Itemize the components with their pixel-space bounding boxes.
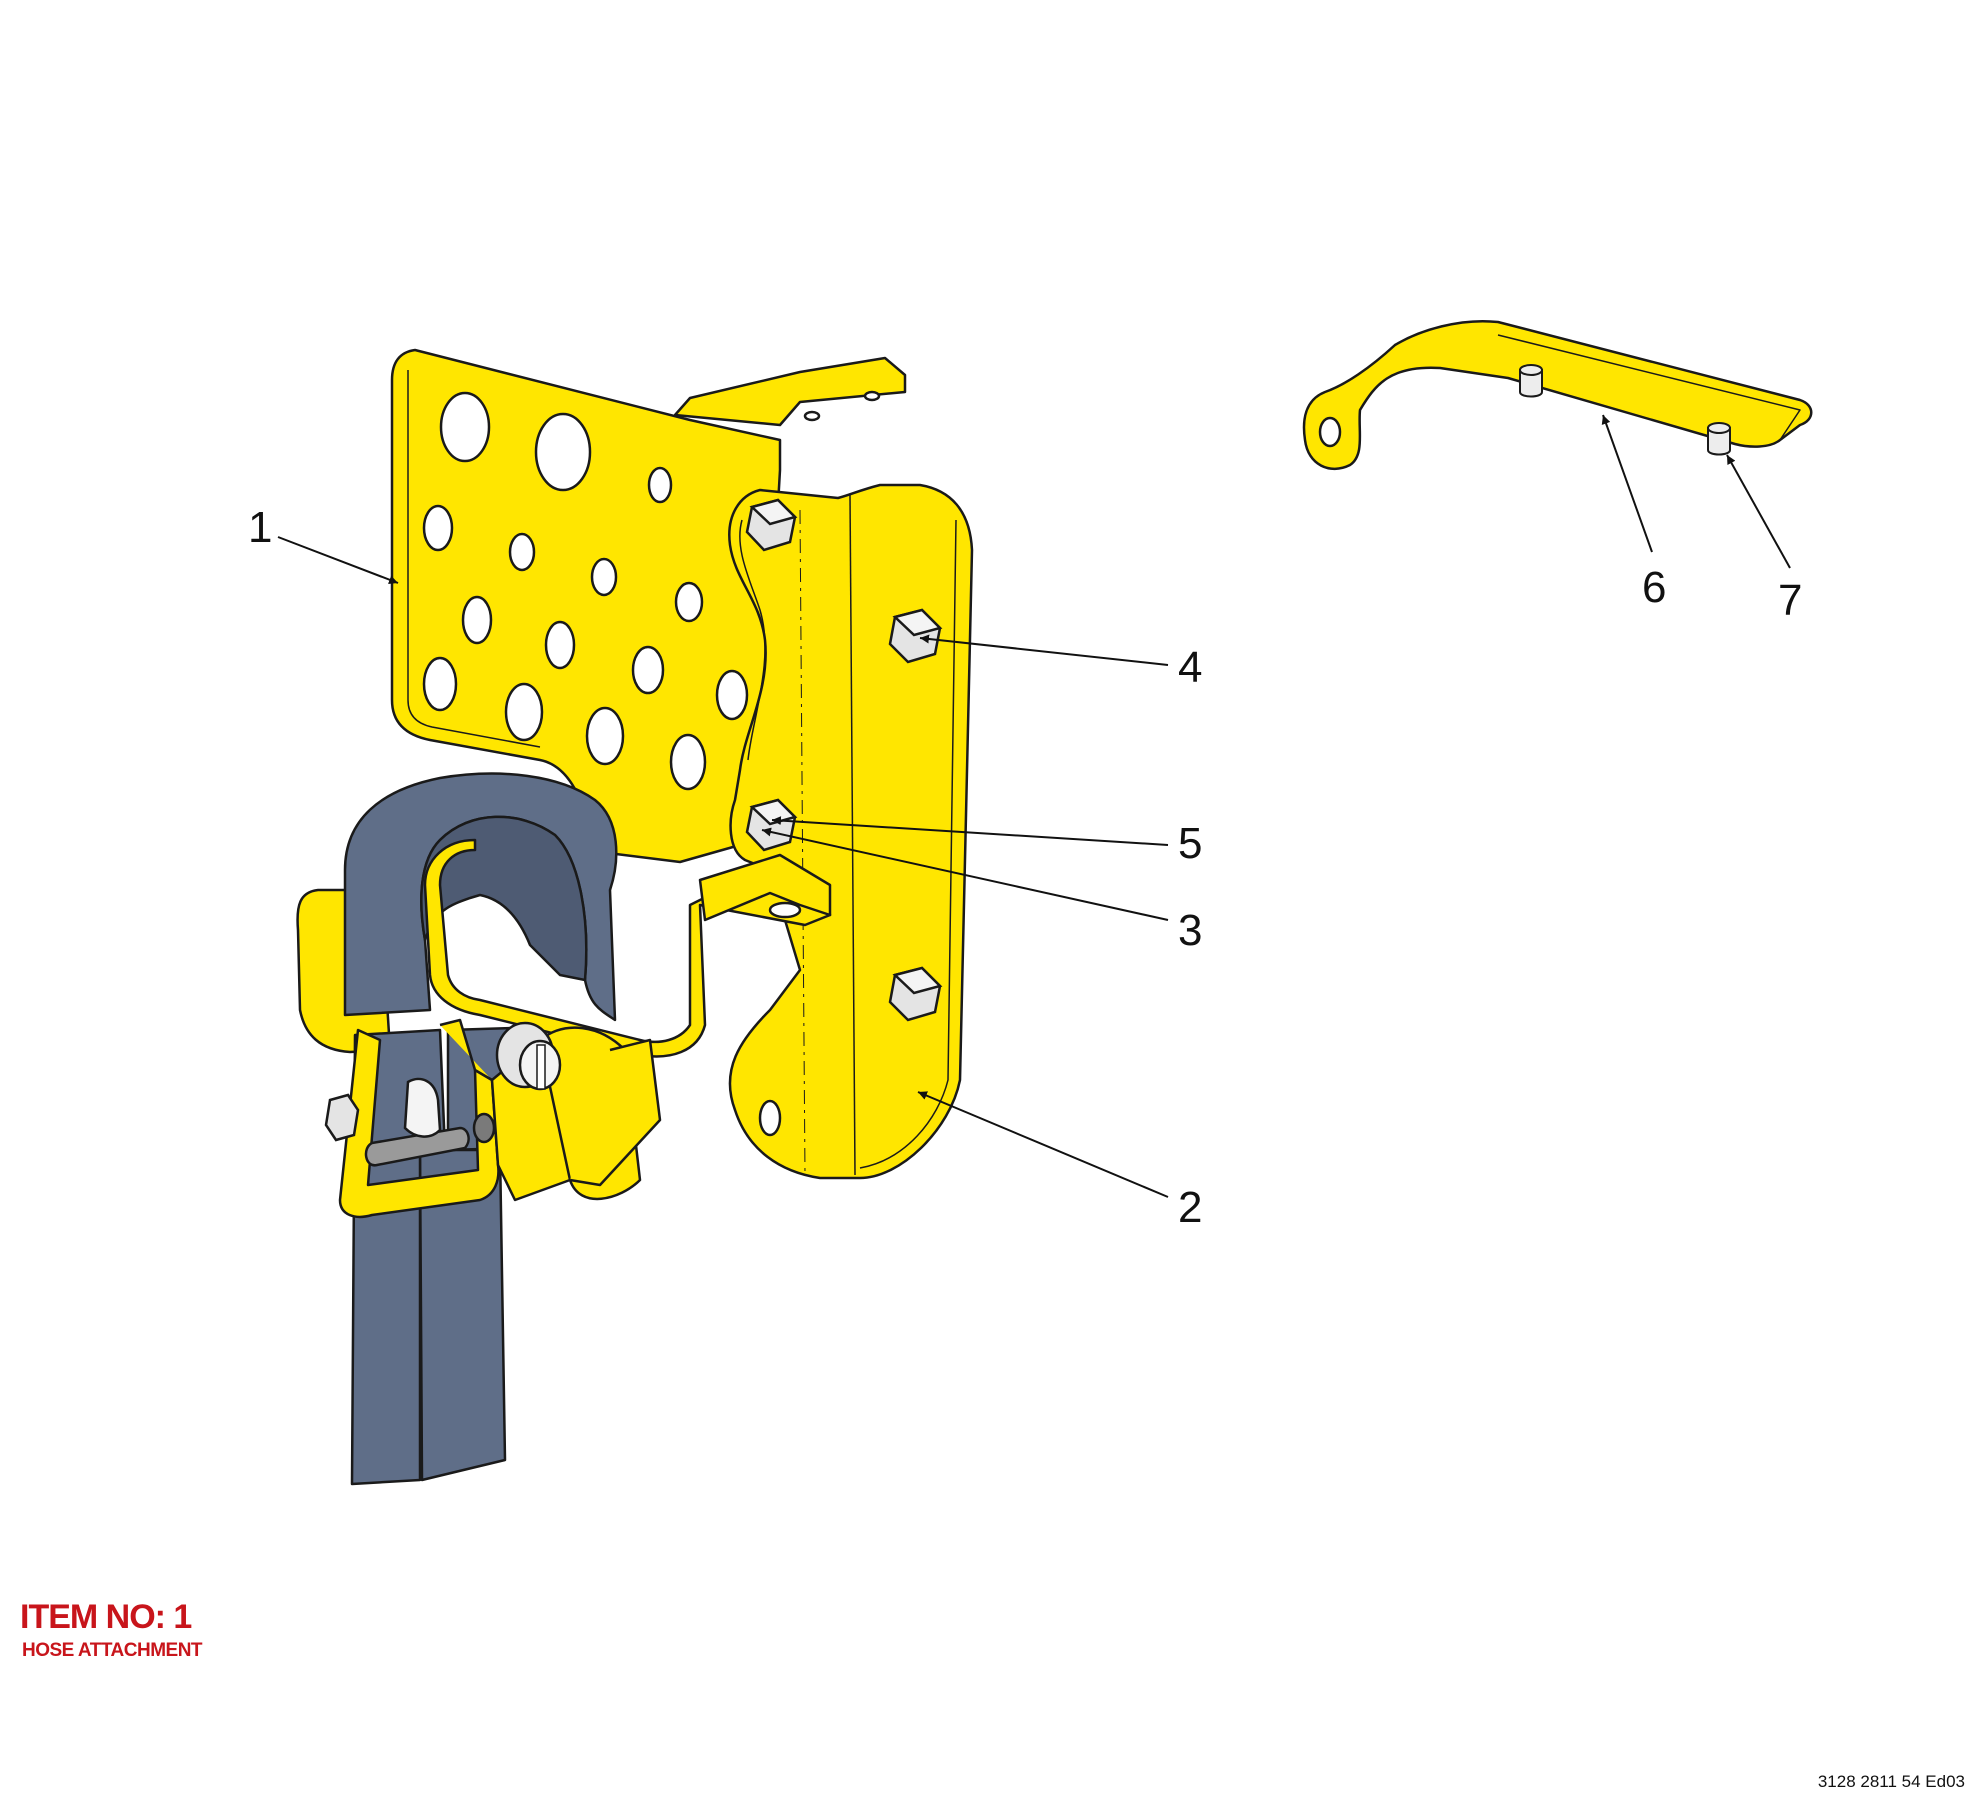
clamp-spacer [403,1077,442,1138]
leader-4 [919,634,1169,666]
hex-bolt-right-lower [888,966,943,1022]
hex-bolt-right-upper [888,608,943,664]
callout-4: 4 [1178,643,1202,692]
leader-2 [917,1091,1169,1198]
item-number-title: ITEM NO: 1 [20,1598,192,1636]
item-description: HOSE ATTACHMENT [22,1640,203,1661]
callout-3: 3 [1178,906,1202,955]
leader-1 [277,536,399,584]
leader-lines [277,414,1791,1198]
document-reference: 3128 2811 54 Ed03 [1817,1772,1965,1791]
perforated-plate [390,348,907,864]
leader-5 [771,816,1169,846]
clamp-nut-left [324,1093,360,1142]
hose-strap [343,772,618,1482]
callout-2: 2 [1178,1183,1202,1232]
callout-1: 1 [248,503,272,552]
arm-stud-2 [1707,422,1731,456]
leader-3 [761,827,1169,921]
callout-6: 6 [1642,563,1666,612]
clamp-bolt [495,1021,562,1091]
leader-6 [1601,414,1653,553]
callout-5: 5 [1178,819,1202,868]
hex-bolt-top [745,498,798,552]
arm-stud-1 [1519,364,1543,398]
callout-7: 7 [1778,576,1802,625]
clamp-pin [364,1112,496,1167]
leader-7 [1726,454,1791,569]
hex-bolt-middle [745,798,798,852]
support-arm [1302,320,1813,471]
clamp-frame [423,838,832,1058]
